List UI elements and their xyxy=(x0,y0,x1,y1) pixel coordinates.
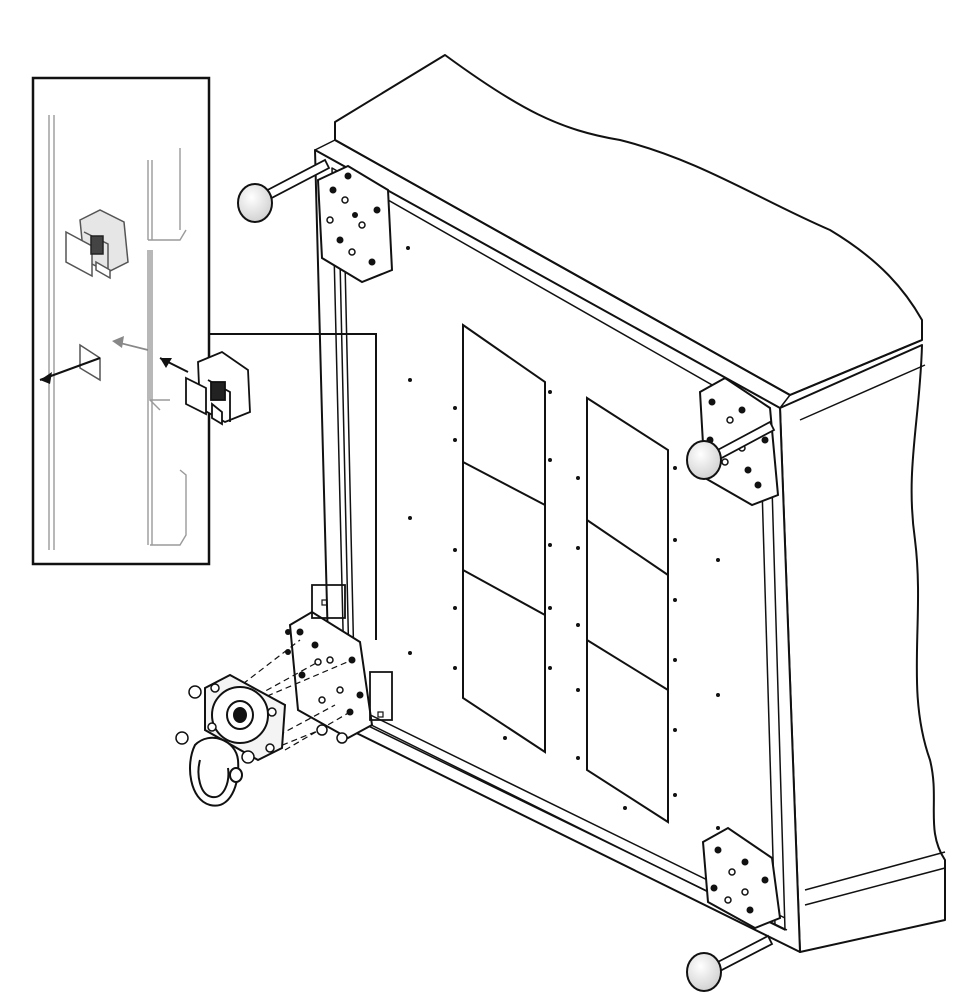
caster-bolts xyxy=(207,683,277,753)
cabinet-right-side-trim xyxy=(799,364,946,906)
detail-inset-clip xyxy=(31,76,251,566)
leveling-foot-bottom-right xyxy=(686,934,774,992)
mounting-plate-top-left xyxy=(316,164,394,284)
cabinet-right-rail xyxy=(759,419,776,926)
cabinet-right-side xyxy=(779,344,946,953)
leveling-foot-top-left xyxy=(237,158,331,223)
detail-leader-line xyxy=(208,333,377,640)
cabinet-back-inner xyxy=(331,167,786,931)
vent-panel-left-div-2 xyxy=(462,569,546,616)
inset-guides xyxy=(48,115,187,550)
vent-panels xyxy=(462,323,669,824)
vent-panel-right-div-2 xyxy=(586,639,669,691)
mounting-plate-bottom-right xyxy=(701,826,782,930)
cabinet-top-lid xyxy=(334,54,923,396)
cabinet xyxy=(314,54,946,953)
clip-fitting-icon xyxy=(65,209,129,280)
panel-holes xyxy=(406,246,720,830)
caster-nuts xyxy=(175,685,348,764)
leveling-foot-mid-right xyxy=(686,420,776,480)
vent-panel-left xyxy=(462,323,546,754)
caster-wheel-assembly xyxy=(175,629,353,807)
install-arrows xyxy=(39,336,189,384)
vent-panel-left-div-1 xyxy=(462,461,546,506)
vent-panel-right-div-1 xyxy=(586,519,669,576)
vent-panel-right xyxy=(586,396,669,824)
clip-part-icon xyxy=(185,350,251,426)
cabinet-back-frame xyxy=(314,149,801,953)
detail-inset-frame xyxy=(31,76,211,566)
caster-studs xyxy=(285,629,291,655)
mounting-plate-bottom-left xyxy=(288,584,393,740)
